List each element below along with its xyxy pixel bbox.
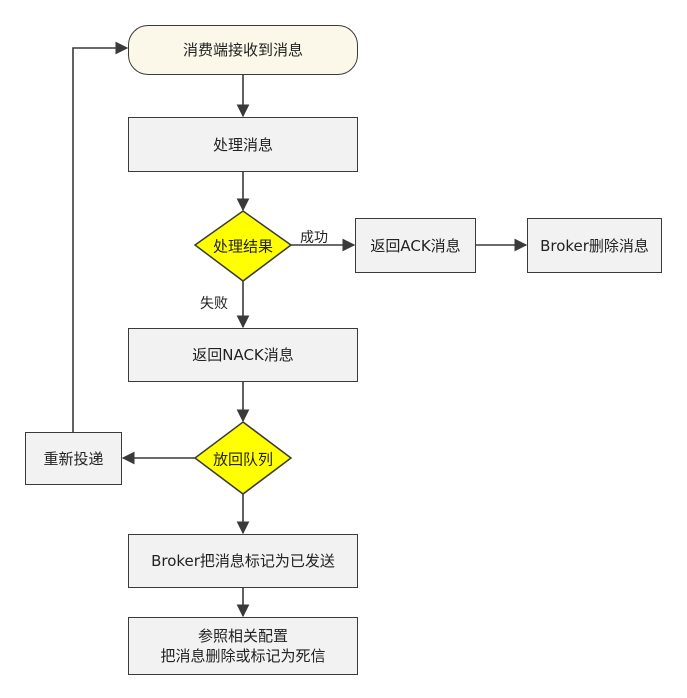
edge-label-fail: 失败 [200, 296, 228, 312]
return-ack-label: 返回ACK消息 [370, 236, 461, 255]
dead-letter-label-line1: 参照相关配置 [197, 627, 288, 645]
broker-delete-node: Broker删除消息 [527, 218, 662, 273]
edge-redeliver-to-start [72, 41, 129, 432]
decision-result-shape [193, 210, 293, 282]
broker-delete-label: Broker删除消息 [540, 236, 649, 255]
return-ack-node: 返回ACK消息 [355, 218, 476, 273]
edge-label-success: 成功 [300, 230, 328, 246]
mark-sent-node: Broker把消息标记为已发送 [128, 534, 358, 588]
mark-sent-label: Broker把消息标记为已发送 [151, 552, 335, 570]
decision-result-label: 处理结果 [212, 237, 274, 256]
return-nack-node: 返回NACK消息 [128, 328, 358, 382]
process-message-label: 处理消息 [212, 135, 273, 154]
dead-letter-node: 参照相关配置 把消息删除或标记为死信 [128, 617, 358, 675]
redeliver-label: 重新投递 [43, 449, 104, 468]
start-node: 消费端接收到消息 [128, 25, 358, 75]
start-node-label: 消费端接收到消息 [182, 41, 303, 59]
decision-requeue-label: 放回队列 [212, 450, 274, 469]
process-message-node: 处理消息 [128, 117, 358, 172]
dead-letter-label-line2: 把消息删除或标记为死信 [160, 647, 326, 665]
redeliver-node: 重新投递 [25, 432, 122, 485]
decision-requeue-shape [193, 421, 293, 495]
return-nack-label: 返回NACK消息 [192, 346, 294, 364]
